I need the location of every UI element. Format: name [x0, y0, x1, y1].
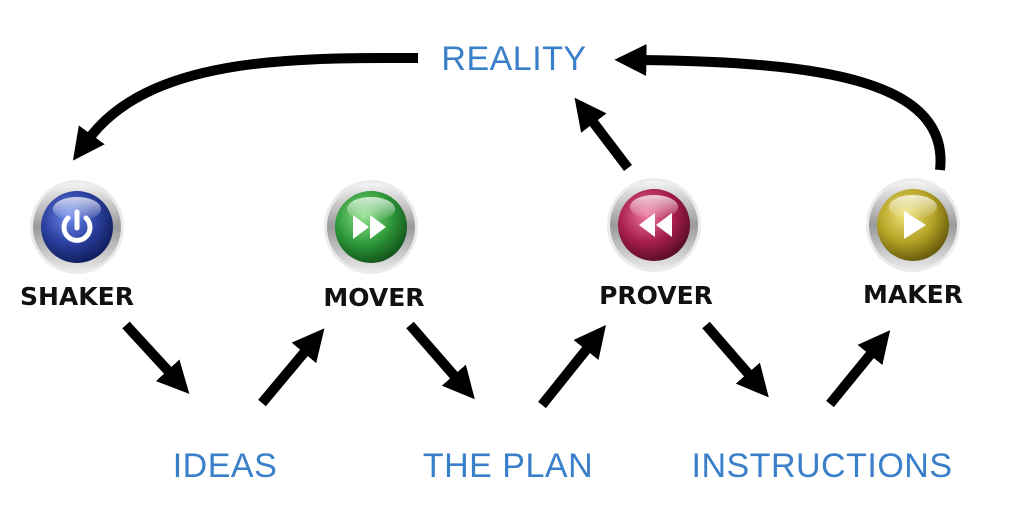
arrow-instructions-to-maker: [826, 330, 891, 408]
shaker-button[interactable]: [30, 180, 124, 274]
instructions-label: INSTRUCTIONS: [692, 447, 953, 485]
play-icon: [904, 211, 926, 239]
maker-label: MAKER: [863, 280, 963, 309]
arrow-shaker-to-ideas: [122, 321, 190, 394]
maker-button[interactable]: [866, 178, 960, 272]
prover-label: PROVER: [599, 281, 713, 310]
ideas-label: IDEAS: [173, 447, 278, 485]
arrow-maker-to-reality: [614, 44, 946, 171]
mover-button[interactable]: [324, 180, 418, 274]
arrow-ideas-to-mover: [258, 328, 325, 407]
arrow-prover-to-instructions: [702, 321, 769, 398]
arrow-plan-to-prover: [538, 325, 606, 409]
fast-forward-icon: [353, 215, 386, 239]
prover-button[interactable]: [607, 178, 701, 272]
reality-label: REALITY: [441, 40, 586, 78]
mover-label: MOVER: [323, 283, 424, 312]
rewind-icon: [639, 213, 672, 237]
shaker-label: SHAKER: [20, 282, 134, 311]
arrow-mover-to-plan: [406, 321, 475, 400]
the-plan-label: THE PLAN: [423, 447, 593, 485]
arrow-prover-to-reality: [574, 97, 632, 172]
power-icon: [61, 209, 93, 243]
arrow-reality-to-shaker: [72, 52, 419, 161]
